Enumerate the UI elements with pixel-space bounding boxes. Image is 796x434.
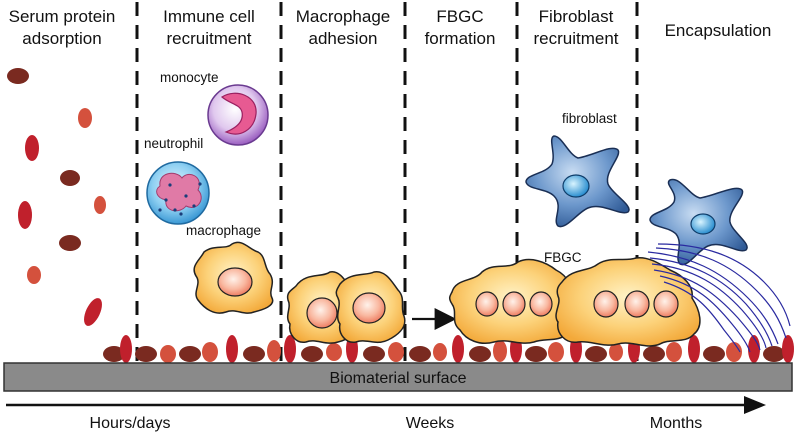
monocyte-cell: monocyte	[160, 70, 269, 146]
stage-1-title-line2: adsorption	[22, 29, 101, 48]
fibroblast-cell: fibroblast	[525, 111, 630, 228]
fbgc-label: FBGC	[544, 250, 582, 265]
fibroblast-label: fibroblast	[562, 111, 617, 126]
stage-3-title-line1: Macrophage	[296, 7, 391, 26]
neutrophil-label: neutrophil	[144, 136, 203, 151]
stage-2-title-line1: Immune cell	[163, 7, 255, 26]
stage-4-title-line1: FBGC	[436, 7, 483, 26]
stage-3-title-line2: adhesion	[308, 29, 377, 48]
collagen-fibers	[647, 243, 791, 353]
biomaterial-surface: Biomaterial surface	[3, 362, 793, 392]
macrophage-label: macrophage	[186, 223, 261, 238]
floating-proteins	[7, 68, 106, 326]
protein	[18, 201, 32, 229]
stage-5-title-line1: Fibroblast	[539, 7, 614, 26]
protein	[94, 196, 106, 214]
adhered-macrophages	[286, 271, 406, 344]
protein	[7, 68, 29, 84]
timeline-middle-label: Weeks	[406, 415, 455, 432]
timeline-start-label: Hours/days	[90, 415, 171, 432]
stage-4-title-line2: formation	[425, 29, 496, 48]
macrophage-cell: macrophage	[186, 223, 274, 314]
timeline-arrowhead	[744, 396, 766, 414]
stage-1-title-line1: Serum protein	[9, 7, 116, 26]
encapsulation-fibroblast	[649, 178, 748, 266]
monocyte-label: monocyte	[160, 70, 219, 85]
protein	[84, 298, 102, 326]
timeline-end-label: Months	[650, 415, 702, 432]
stage-headings: Serum protein adsorption Immune cell rec…	[9, 7, 772, 48]
adsorbed-protein-layer	[103, 335, 794, 363]
protein	[78, 108, 92, 128]
surface-slab	[3, 362, 793, 392]
stage-5-title-line2: recruitment	[533, 29, 618, 48]
fbgc-cells: FBGC	[448, 250, 701, 347]
stage-6-title-line1: Encapsulation	[665, 21, 772, 40]
protein	[27, 266, 41, 284]
stage-2-title-line2: recruitment	[166, 29, 251, 48]
protein	[59, 235, 81, 251]
protein	[60, 170, 80, 186]
protein	[25, 135, 39, 161]
surface-label: Biomaterial surface	[330, 370, 467, 387]
neutrophil-cell: neutrophil	[144, 136, 210, 225]
timeline: Hours/days Weeks Months	[6, 396, 766, 432]
